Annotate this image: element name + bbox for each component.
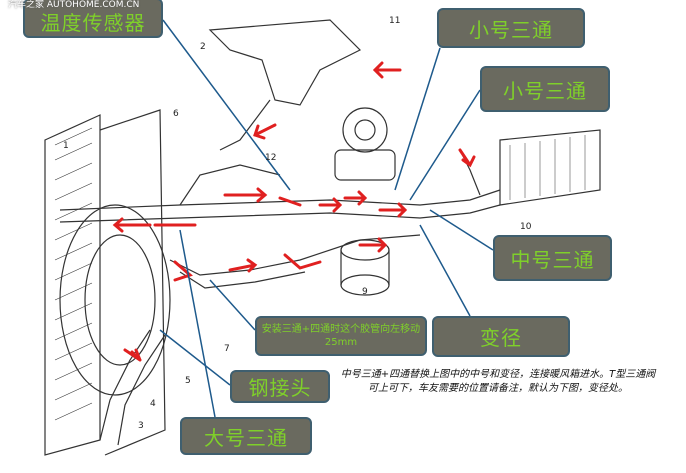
leader-lines [159,19,494,418]
hoses [59,149,501,446]
install-note-text: 安装三通+四通时这个胶管向左移动 [261,324,421,335]
part-number-12: 12 [265,153,276,163]
label-steel-joint: 钢接头 [230,370,330,403]
label-install-note: 安装三通+四通时这个胶管向左移动 25mm [255,316,427,356]
part-number-11: 11 [389,16,400,26]
part-number-1: 1 [63,141,69,151]
part-number-3: 3 [138,421,144,431]
coolant-reservoir [208,19,362,151]
label-small-tee-1: 小号三通 [437,8,585,48]
instruction-note: 中号三通+四通替换上图中的中号和变径，连接暖风箱进水。T型三通阀可上可下，车友需… [340,369,656,394]
part-number-2: 2 [200,42,206,52]
label-reducer: 变径 [432,316,570,357]
label-temp-sensor: 温度传感器 [23,0,163,38]
install-note-distance: 25mm [324,337,358,348]
watermark: 汽车之家 AUTOHOME.COM.CN [8,0,140,10]
flow-arrows [112,61,476,362]
part-number-10: 10 [520,222,532,232]
label-small-tee-2: 小号三通 [480,66,610,112]
label-medium-tee: 中号三通 [493,235,612,281]
part-number-5: 5 [185,376,191,386]
label-large-tee: 大号三通 [180,417,312,455]
part-number-7: 7 [224,344,230,354]
part-numbers: 1 2 3 4 5 6 7 9 10 11 12 [63,16,532,431]
part-number-6: 6 [173,109,179,119]
part-number-9: 9 [362,287,368,297]
part-number-4: 4 [150,399,156,409]
engine-parts [334,107,601,296]
